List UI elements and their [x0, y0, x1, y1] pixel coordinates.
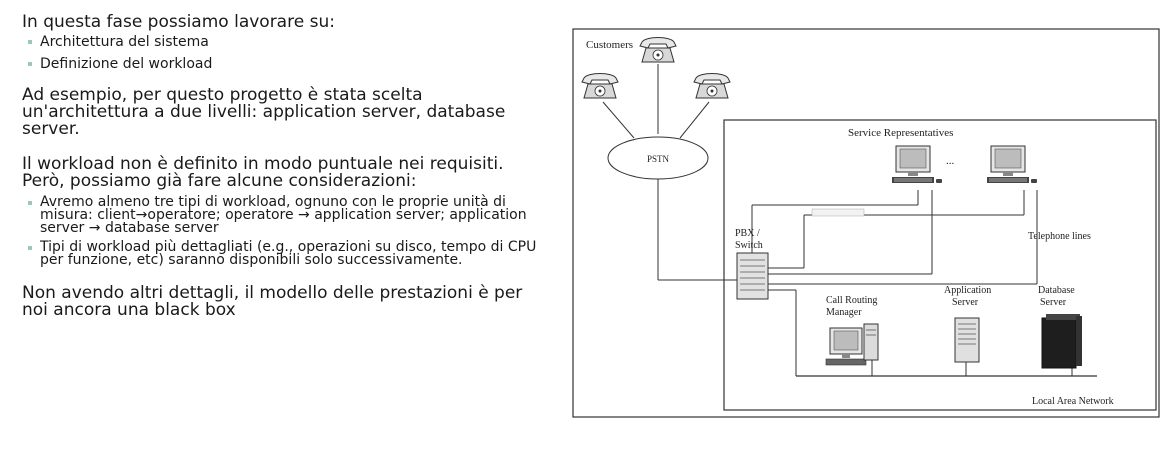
- call-routing-computer-icon: [825, 323, 879, 366]
- service-representatives-label: Service Representatives: [848, 127, 953, 139]
- database-server-label-line2: Server: [1040, 297, 1067, 308]
- pstn-label: PSTN: [647, 154, 670, 164]
- bullet-list-2: Avremo almeno tre tipi di workload, ognu…: [22, 195, 542, 267]
- pbx-label-line2: Switch: [735, 240, 763, 251]
- paragraph-black-box: Non avendo altri dettagli, il modello de…: [22, 283, 523, 320]
- telephone-lines-label: Telephone lines: [1028, 231, 1091, 242]
- paragraph-esempio: Ad esempio, per questo progetto è stata …: [22, 85, 506, 139]
- customers-label: Customers: [586, 39, 633, 51]
- application-server-label-line2: Server: [952, 297, 979, 308]
- telephone-icon: [693, 73, 731, 99]
- pstn-ellipse: [607, 136, 709, 180]
- call-routing-label-line1: Call Routing: [826, 295, 877, 306]
- intro-heading: In questa fase possiamo lavorare su:: [22, 12, 335, 32]
- telephone-icon: [581, 73, 619, 99]
- application-server-icon: [954, 317, 980, 363]
- bullet-tipi-workload: Avremo almeno tre tipi di workload, ognu…: [22, 195, 542, 235]
- slide-text: In questa fase possiamo lavorare su: Arc…: [22, 14, 542, 319]
- ellipsis-label: ...: [946, 155, 955, 167]
- application-server-label-line1: Application: [944, 285, 991, 296]
- pbx-label-line1: PBX /: [735, 228, 760, 239]
- telephone-icon: [639, 37, 677, 63]
- bullet-list-1: Architettura del sistema Definizione del…: [22, 35, 542, 71]
- database-server-label-line1: Database: [1038, 285, 1075, 296]
- call-routing-label-line2: Manager: [826, 307, 862, 318]
- pbx-switch-icon: [736, 252, 769, 300]
- bullet-workload: Definizione del workload: [22, 57, 542, 71]
- bullet-dettagliati: Tipi di workload più dettagliati (e.g., …: [22, 240, 542, 267]
- bullet-architettura: Architettura del sistema: [22, 35, 542, 49]
- database-server-icon: [1041, 314, 1082, 369]
- line-annotation-tag: [811, 208, 865, 217]
- architecture-diagram: Customers PSTN Service Representatives .…: [572, 28, 1160, 418]
- local-area-network-label: Local Area Network: [1032, 396, 1114, 407]
- paragraph-workload: Il workload non è definito in modo puntu…: [22, 154, 504, 191]
